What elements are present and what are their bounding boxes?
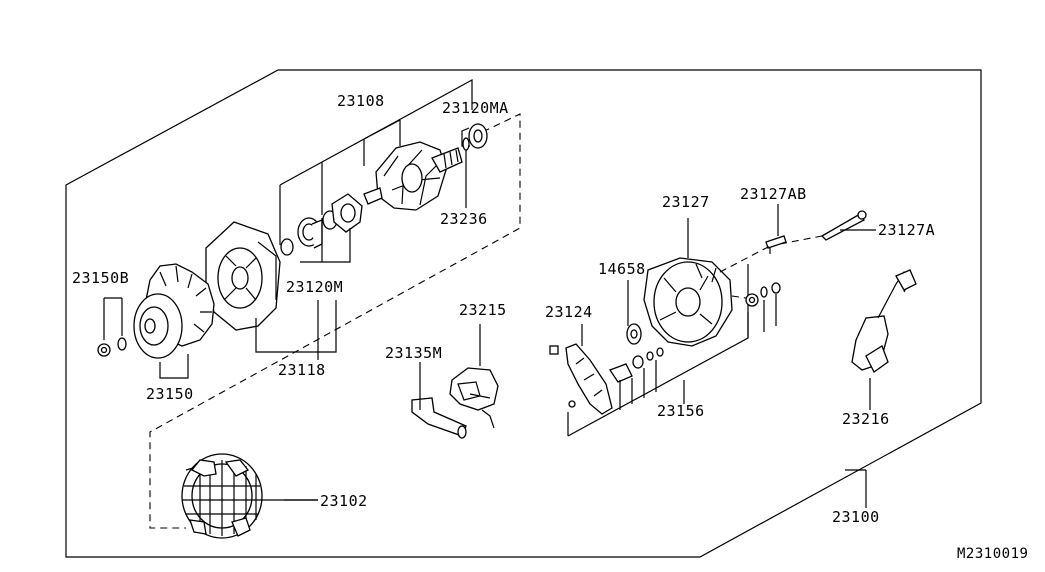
label-23127AB: 23127AB <box>740 185 807 203</box>
label-23120M: 23120M <box>286 278 343 296</box>
label-23150: 23150 <box>146 385 194 403</box>
pulley-fan-part[interactable] <box>97 263 215 359</box>
label-23120MA: 23120MA <box>442 99 509 117</box>
label-23156: 23156 <box>657 402 705 420</box>
label-23127: 23127 <box>662 193 710 211</box>
label-23102: 23102 <box>320 492 368 510</box>
group-bracket-23108 <box>279 78 473 186</box>
rear-bearing-14658-part[interactable] <box>626 323 642 345</box>
label-23150B: 23150B <box>72 269 129 287</box>
label-23135M: 23135M <box>385 344 442 362</box>
label-23236: 23236 <box>440 210 488 228</box>
diagram-code: M2310019 <box>957 546 1028 562</box>
assembly-frame <box>65 69 982 558</box>
label-23215: 23215 <box>459 301 507 319</box>
rear-bearing-part[interactable] <box>461 123 488 151</box>
brush-holder-part[interactable] <box>851 269 917 373</box>
rotor-part[interactable] <box>363 141 463 211</box>
label-23127A: 23127A <box>878 221 935 239</box>
label-23100: 23100 <box>832 508 880 526</box>
bolt-23127A[interactable] <box>820 210 867 241</box>
front-housing-part[interactable] <box>205 221 281 331</box>
dashed-plane-front <box>149 113 521 529</box>
connector-lead-part[interactable] <box>411 397 467 439</box>
terminal-nuts-part[interactable] <box>745 282 781 307</box>
label-23124: 23124 <box>545 303 593 321</box>
bearing-spacer-parts[interactable] <box>280 193 363 256</box>
label-14658: 14658 <box>598 260 646 278</box>
stator-part[interactable] <box>181 453 263 539</box>
label-23216: 23216 <box>842 410 890 428</box>
rear-housing-part[interactable] <box>643 257 733 347</box>
label-23118: 23118 <box>278 361 326 379</box>
through-bolt-23127AB[interactable] <box>765 235 787 254</box>
rectifier-part[interactable] <box>549 343 664 415</box>
label-23108: 23108 <box>337 92 385 110</box>
regulator-part[interactable] <box>449 367 499 429</box>
